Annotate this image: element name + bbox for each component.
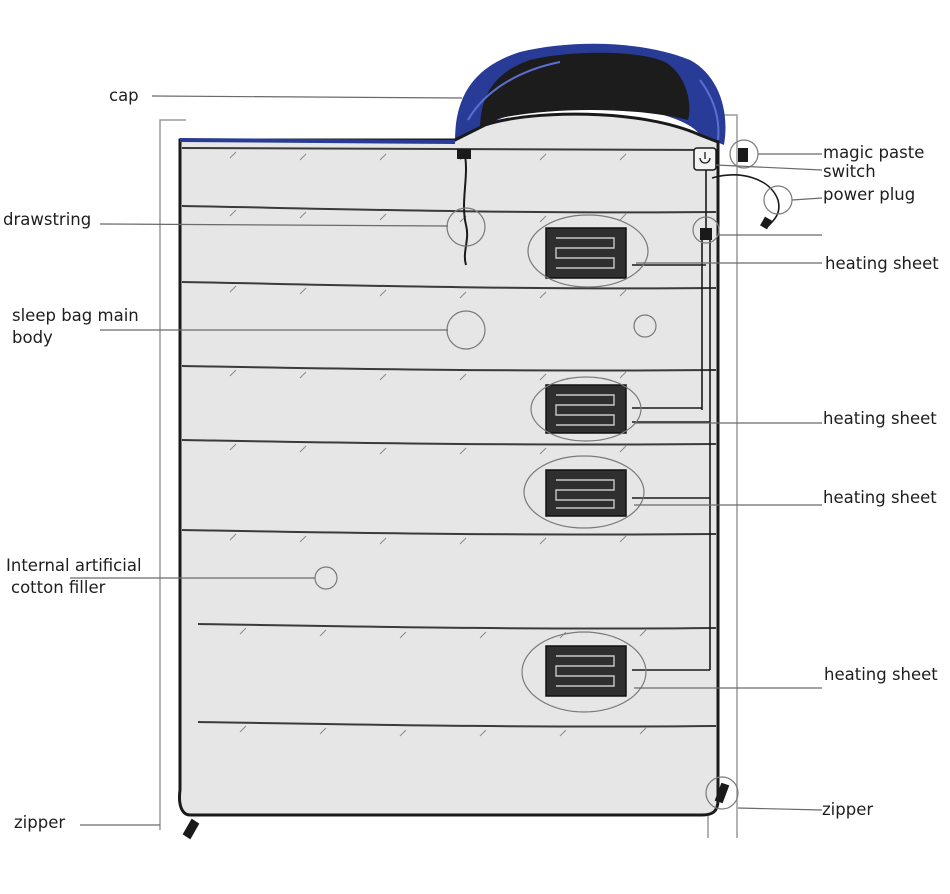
- cap: [455, 43, 726, 145]
- quilting-seams: [181, 147, 717, 728]
- label-filler-line2: cotton filler: [11, 578, 106, 597]
- switch-icon: [693, 147, 717, 171]
- drawstring-cord: [457, 149, 471, 266]
- wiring-connector: [700, 228, 712, 240]
- label-heating-sheet-3: heating sheet: [823, 488, 937, 507]
- label-heating-sheet-4: heating sheet: [824, 665, 938, 684]
- leader-lines: [70, 95, 823, 826]
- heating-sheet-3: [545, 469, 627, 517]
- label-filler-line1: Internal artificial: [6, 556, 142, 575]
- heating-sheet-4: [545, 645, 627, 697]
- label-heating-sheet-2: heating sheet: [823, 409, 937, 428]
- label-power-plug: power plug: [823, 185, 915, 204]
- label-cap: cap: [109, 86, 139, 105]
- power-plug-tip: [760, 216, 772, 230]
- label-switch: switch: [823, 162, 876, 181]
- label-main-body-line2: body: [12, 328, 53, 347]
- label-main-body-line1: sleep bag main: [12, 306, 139, 325]
- label-zipper-right: zipper: [822, 800, 873, 819]
- zipper-pull-left: [182, 818, 200, 840]
- magic-paste-patch: [738, 148, 748, 162]
- bag-top-edge: [179, 138, 456, 144]
- label-zipper-left: zipper: [14, 813, 65, 832]
- zipper-pull-right: [714, 782, 730, 804]
- heating-sheet-1: [545, 227, 627, 279]
- label-heating-sheet-1: heating sheet: [825, 254, 939, 273]
- heating-sheet-2: [545, 384, 627, 434]
- quilting-texture: [229, 151, 647, 737]
- label-drawstring: drawstring: [3, 210, 91, 229]
- label-magic-paste: magic paste: [823, 143, 924, 162]
- heating-wiring: [632, 168, 780, 671]
